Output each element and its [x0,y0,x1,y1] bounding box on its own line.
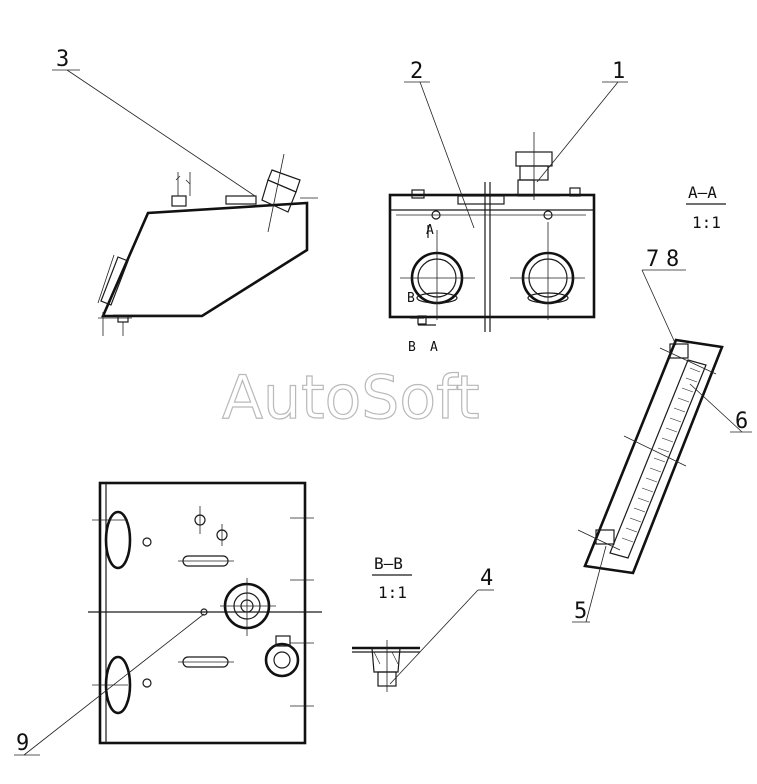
callout-9: 9 [16,731,29,756]
callout-4: 4 [480,566,493,591]
section-b-b-scale: 1:1 [378,583,407,602]
leader-lines [14,69,752,756]
section-a-a-view [577,338,724,575]
view-mark-b-bottom: B [408,340,416,355]
view-mark-a-bottom: A [430,340,438,355]
view-mark-b-left: B [407,291,415,306]
callout-6: 6 [735,409,748,434]
tank-front-view [388,132,596,332]
callout-3: 3 [56,47,69,72]
tank-side-view [97,153,318,336]
section-b-b-title: B–B [374,554,403,573]
watermark: AutoSoft [222,363,480,433]
view-mark-a-top: A [426,223,434,238]
callout-2: 2 [410,59,423,84]
callout-1: 1 [612,59,625,84]
section-a-a-scale: 1:1 [692,213,721,232]
tank-bottom-view [88,481,322,745]
callout-7: 7 [646,247,659,272]
section-b-b-view [352,640,420,692]
callout-8: 8 [666,247,679,272]
section-a-a-title: A–A [688,183,717,202]
callout-5: 5 [574,599,587,624]
